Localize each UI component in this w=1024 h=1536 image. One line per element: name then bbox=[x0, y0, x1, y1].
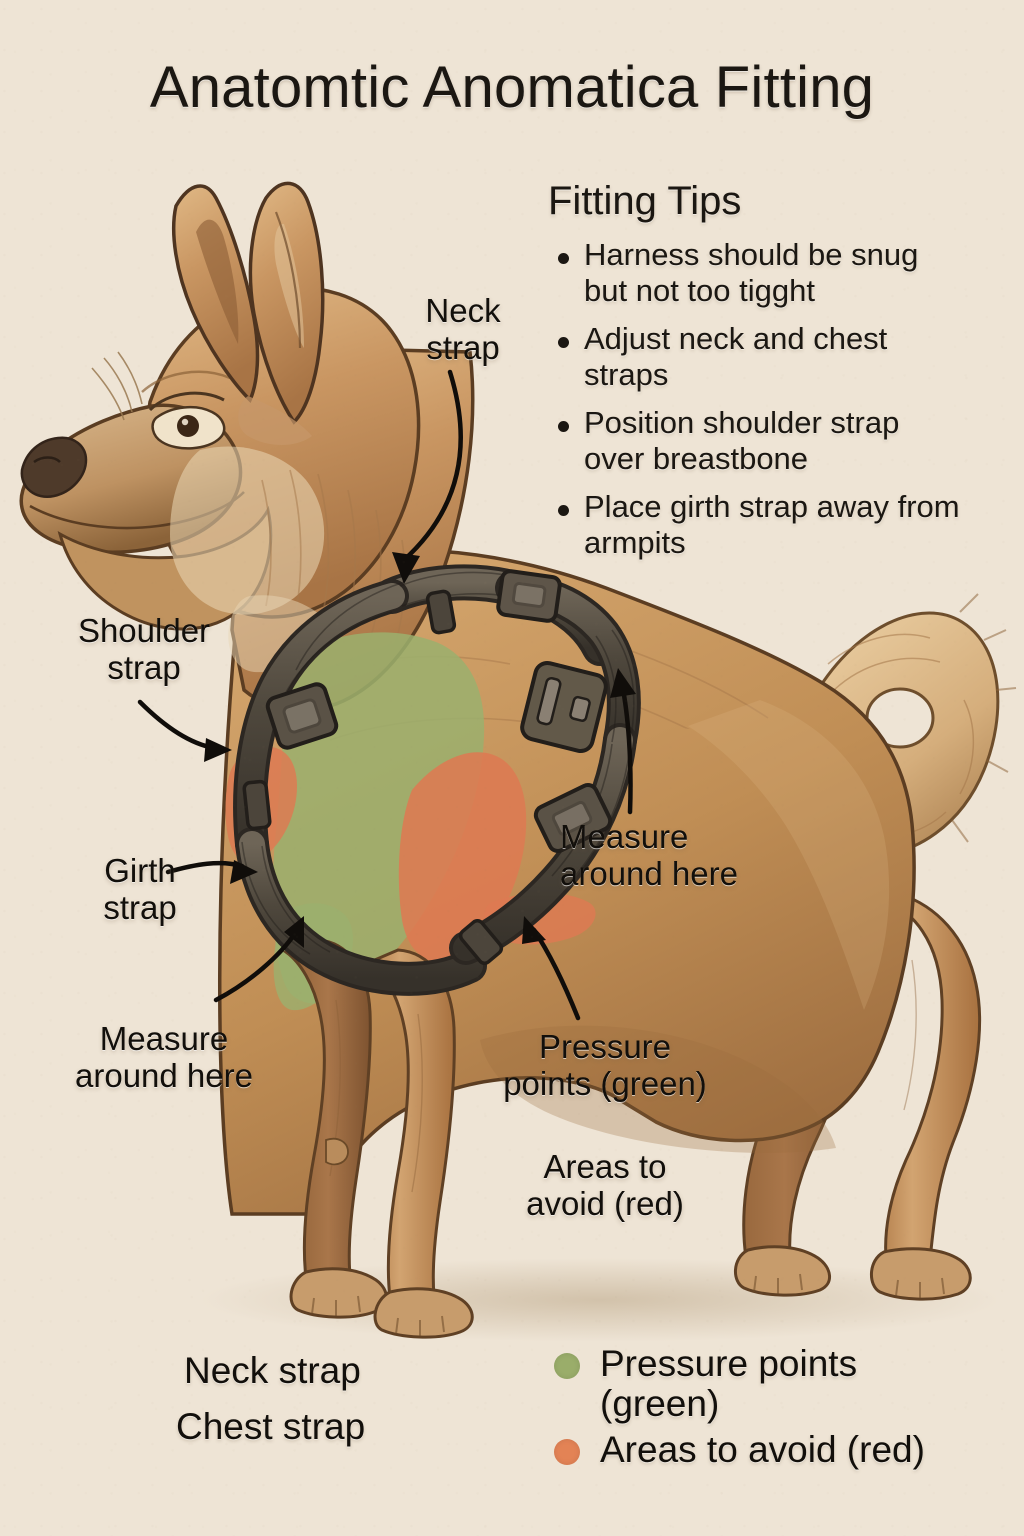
dog-head bbox=[19, 181, 475, 712]
callout-label-measure-left: Measure around here bbox=[75, 1020, 253, 1095]
callout-label-shoulder-strap: Shoulder strap bbox=[77, 612, 211, 687]
arrow-shoulder-strap bbox=[137, 699, 217, 751]
harness-slider-top bbox=[496, 569, 562, 623]
fitting-tip-text: Place girth strap away from armpits bbox=[584, 488, 960, 560]
bottom-label-chest-strap: Chest strap bbox=[176, 1406, 366, 1447]
fitting-tip-text: Adjust neck and chest straps bbox=[584, 321, 888, 393]
fitting-tip-item: Harness should be snug but not too tiggh… bbox=[548, 237, 968, 309]
fitting-tip-text: Position shoulder strap over breastbone bbox=[584, 405, 900, 476]
callout-label-measure-right: Measure around here bbox=[560, 818, 738, 893]
legend-label-pressure-points: Pressure points (green) bbox=[600, 1343, 858, 1424]
fitting-tips-list: Harness should be snug but not too tiggh… bbox=[548, 237, 968, 561]
harness-buckle-side-release bbox=[520, 660, 608, 754]
legend-swatch-red bbox=[554, 1438, 580, 1465]
callout-label-areas-to-avoid: Areas to avoid (red) bbox=[526, 1148, 684, 1223]
page-title: Anatomtic Anomatica Fitting bbox=[149, 55, 875, 120]
arrow-neck-strap bbox=[401, 369, 463, 563]
callout-label-pressure-points: Pressure points (green) bbox=[503, 1028, 707, 1103]
arrow-measure-left bbox=[213, 929, 299, 1003]
dog-harness bbox=[233, 564, 641, 996]
harness-adjuster-rear bbox=[533, 782, 613, 854]
harness-keeper-loops bbox=[242, 589, 504, 965]
legend-swatch-green bbox=[554, 1353, 580, 1379]
fitting-tip-item: Position shoulder strap over breastbone bbox=[548, 405, 968, 477]
dog-front-legs bbox=[282, 938, 474, 1339]
fitting-tip-item: Adjust neck and chest straps bbox=[548, 321, 968, 393]
legend-item-areas-to-avoid: Areas to avoid (red) bbox=[548, 1428, 988, 1470]
bottom-label-neck-strap: Neck strap bbox=[184, 1350, 361, 1391]
legend: Pressure points (green) Areas to avoid (… bbox=[548, 1344, 988, 1476]
callout-arrows bbox=[137, 369, 636, 1021]
fitting-tips-heading: Fitting Tips bbox=[548, 179, 742, 223]
harness-buckle-shoulder bbox=[265, 682, 339, 750]
fitting-tip-item: Place girth strap away from armpits bbox=[548, 489, 968, 561]
bullet-icon bbox=[558, 337, 569, 349]
callout-label-neck-strap: Neck strap bbox=[425, 292, 501, 367]
bullet-icon bbox=[558, 421, 569, 433]
fitting-tips-panel: Fitting Tips Harness should be snug but … bbox=[548, 179, 968, 573]
bullet-icon bbox=[558, 505, 569, 517]
fitting-tip-text: Harness should be snug but not too tiggh… bbox=[584, 237, 919, 309]
legend-item-pressure-points: Pressure points (green) bbox=[548, 1344, 988, 1424]
legend-label-areas-to-avoid: Areas to avoid (red) bbox=[600, 1428, 925, 1470]
callout-label-girth-strap: Girth strap bbox=[103, 852, 177, 927]
bullet-icon bbox=[558, 253, 569, 265]
